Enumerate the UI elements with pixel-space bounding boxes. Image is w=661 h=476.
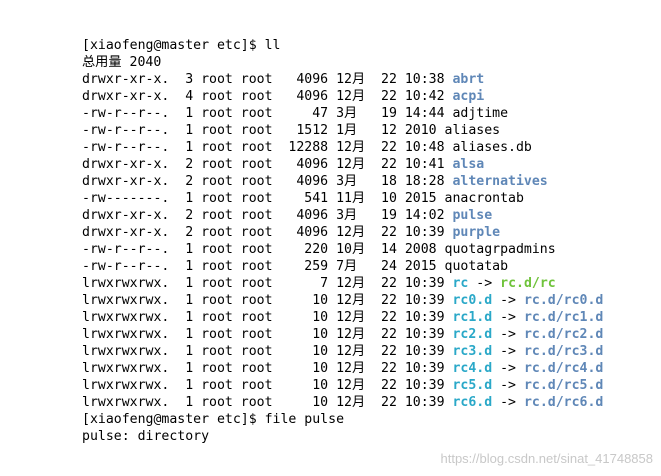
prompt-line: [xiaofeng@master etc]$ file pulse [82,411,603,428]
directory-name: purple [452,225,501,240]
directory-name: pulse [452,208,493,223]
symlink-name: rc [452,276,469,291]
symlink-name: rc4.d [452,361,493,376]
listing-attributes: drwxr-xr-x. 2 root root 4096 12月 22 10:4… [82,157,453,172]
listing-row-symlink: lrwxrwxrwx. 1 root root 10 12月 22 10:39 … [82,309,603,326]
output-line: 总用量 2040 [82,54,603,71]
listing-attributes: lrwxrwxrwx. 1 root root 10 12月 22 10:39 [82,293,453,308]
symlink-arrow: -> [492,310,524,325]
listing-row-symlink: lrwxrwxrwx. 1 root root 10 12月 22 10:39 … [82,343,603,360]
directory-name: alternatives [452,174,548,189]
listing-row: drwxr-xr-x. 3 root root 4096 12月 22 10:3… [82,71,603,88]
file-name: quotagrpadmins [444,242,556,257]
listing-row: drwxr-xr-x. 2 root root 4096 3月 19 14:02… [82,207,603,224]
listing-attributes: lrwxrwxrwx. 1 root root 10 12月 22 10:39 [82,310,453,325]
file-name: adjtime [452,106,509,121]
symlink-target: rc.d/rc5.d [523,378,604,393]
symlink-name: rc5.d [452,378,493,393]
symlink-name: rc1.d [452,310,493,325]
symlink-arrow: -> [492,327,524,342]
listing-attributes: drwxr-xr-x. 3 root root 4096 12月 22 10:3… [82,72,453,87]
listing-row-symlink: lrwxrwxrwx. 1 root root 10 12月 22 10:39 … [82,292,603,309]
listing-row: drwxr-xr-x. 2 root root 4096 12月 22 10:4… [82,156,603,173]
symlink-name: rc0.d [452,293,493,308]
symlink-name: rc6.d [452,395,493,410]
listing-attributes: -rw-r--r--. 1 root root 47 3月 19 14:44 [82,106,453,121]
symlink-arrow: -> [492,293,524,308]
listing-row: drwxr-xr-x. 2 root root 4096 12月 22 10:3… [82,224,603,241]
output-text: pulse: directory [82,429,210,444]
listing-attributes: lrwxrwxrwx. 1 root root 10 12月 22 10:39 [82,344,453,359]
listing-attributes: drwxr-xr-x. 2 root root 4096 3月 18 18:28 [82,174,453,189]
listing-attributes: -rw-------. 1 root root 541 11月 10 2015 [82,191,445,206]
listing-attributes: lrwxrwxrwx. 1 root root 10 12月 22 10:39 [82,395,453,410]
listing-attributes: -rw-r--r--. 1 root root 220 10月 14 2008 [82,242,445,257]
symlink-name: rc3.d [452,344,493,359]
terminal-output[interactable]: [xiaofeng@master etc]$ ll 总用量 2040 drwxr-x… [82,37,603,445]
listing-attributes: drwxr-xr-x. 4 root root 4096 12月 22 10:4… [82,89,453,104]
file-name: quotatab [444,259,509,274]
symlink-target: rc.d/rc4.d [523,361,604,376]
symlink-target: rc.d/rc1.d [523,310,604,325]
symlink-name: rc2.d [452,327,493,342]
output-text: 总用量 2040 [82,55,162,70]
listing-row: -rw-r--r--. 1 root root 47 3月 19 14:44 a… [82,105,603,122]
file-name: aliases [444,123,501,138]
output-line: pulse: directory [82,428,603,445]
listing-attributes: lrwxrwxrwx. 1 root root 10 12月 22 10:39 [82,378,453,393]
listing-attributes: lrwxrwxrwx. 1 root root 10 12月 22 10:39 [82,361,453,376]
listing-row: -rw-r--r--. 1 root root 1512 1月 12 2010 … [82,122,603,139]
listing-attributes: lrwxrwxrwx. 1 root root 7 12月 22 10:39 [82,276,453,291]
listing-row: drwxr-xr-x. 4 root root 4096 12月 22 10:4… [82,88,603,105]
listing-row: -rw-r--r--. 1 root root 220 10月 14 2008 … [82,241,603,258]
watermark: https://blog.csdn.net/sinat_41748858 [440,451,654,466]
symlink-arrow: -> [492,361,524,376]
symlink-arrow: -> [468,276,501,291]
file-name: anacrontab [444,191,524,206]
file-name: aliases.db [452,140,532,155]
symlink-target: rc.d/rc2.d [523,327,604,342]
listing-row-symlink: lrwxrwxrwx. 1 root root 7 12月 22 10:39 r… [82,275,603,292]
listing-attributes: drwxr-xr-x. 2 root root 4096 12月 22 10:3… [82,225,453,240]
listing-row: drwxr-xr-x. 2 root root 4096 3月 18 18:28… [82,173,603,190]
symlink-arrow: -> [492,378,524,393]
directory-name: abrt [452,72,485,87]
symlink-target: rc.d/rc6.d [523,395,604,410]
listing-row: -rw-------. 1 root root 541 11月 10 2015 … [82,190,603,207]
listing-row-symlink: lrwxrwxrwx. 1 root root 10 12月 22 10:39 … [82,326,603,343]
listing-attributes: -rw-r--r--. 1 root root 1512 1月 12 2010 [82,123,445,138]
listing-attributes: drwxr-xr-x. 2 root root 4096 3月 19 14:02 [82,208,453,223]
symlink-target: rc.d/rc [500,276,556,291]
listing-attributes: -rw-r--r--. 1 root root 12288 12月 22 10:… [82,140,453,155]
prompt-text: [xiaofeng@master etc]$ file pulse [82,412,345,427]
prompt-text: [xiaofeng@master etc]$ ll [82,38,281,53]
listing-row-symlink: lrwxrwxrwx. 1 root root 10 12月 22 10:39 … [82,377,603,394]
listing-row-symlink: lrwxrwxrwx. 1 root root 10 12月 22 10:39 … [82,394,603,411]
symlink-target: rc.d/rc3.d [523,344,604,359]
symlink-arrow: -> [492,395,524,410]
prompt-line: [xiaofeng@master etc]$ ll [82,37,603,54]
listing-row: -rw-r--r--. 1 root root 12288 12月 22 10:… [82,139,603,156]
directory-name: acpi [452,89,485,104]
listing-row: -rw-r--r--. 1 root root 259 7月 24 2015 q… [82,258,603,275]
listing-row-symlink: lrwxrwxrwx. 1 root root 10 12月 22 10:39 … [82,360,603,377]
directory-name: alsa [452,157,485,172]
symlink-target: rc.d/rc0.d [523,293,604,308]
listing-attributes: -rw-r--r--. 1 root root 259 7月 24 2015 [82,259,445,274]
symlink-arrow: -> [492,344,524,359]
listing-attributes: lrwxrwxrwx. 1 root root 10 12月 22 10:39 [82,327,453,342]
